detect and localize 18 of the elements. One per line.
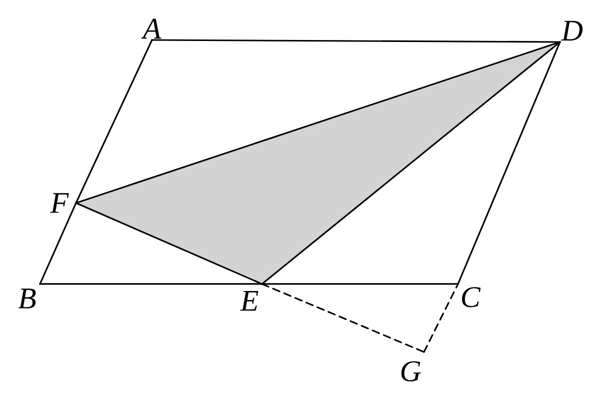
point-label: A <box>141 18 162 39</box>
dashed-line <box>261 283 425 353</box>
point-label: C <box>462 287 481 308</box>
line-segment <box>39 202 77 285</box>
line-segment <box>39 283 263 285</box>
line-segment <box>75 41 561 204</box>
dashed-line <box>423 283 459 353</box>
point-label: F <box>50 193 69 213</box>
line-segment <box>261 283 459 285</box>
line-segment <box>457 41 561 285</box>
point-label: D <box>561 20 583 41</box>
line-segment <box>261 41 561 285</box>
line-segment <box>75 202 263 285</box>
point-label: E <box>240 291 258 311</box>
point-label: B <box>18 288 36 308</box>
line-segment <box>75 39 153 204</box>
line-segment <box>151 39 561 43</box>
point-label: G <box>401 361 421 382</box>
